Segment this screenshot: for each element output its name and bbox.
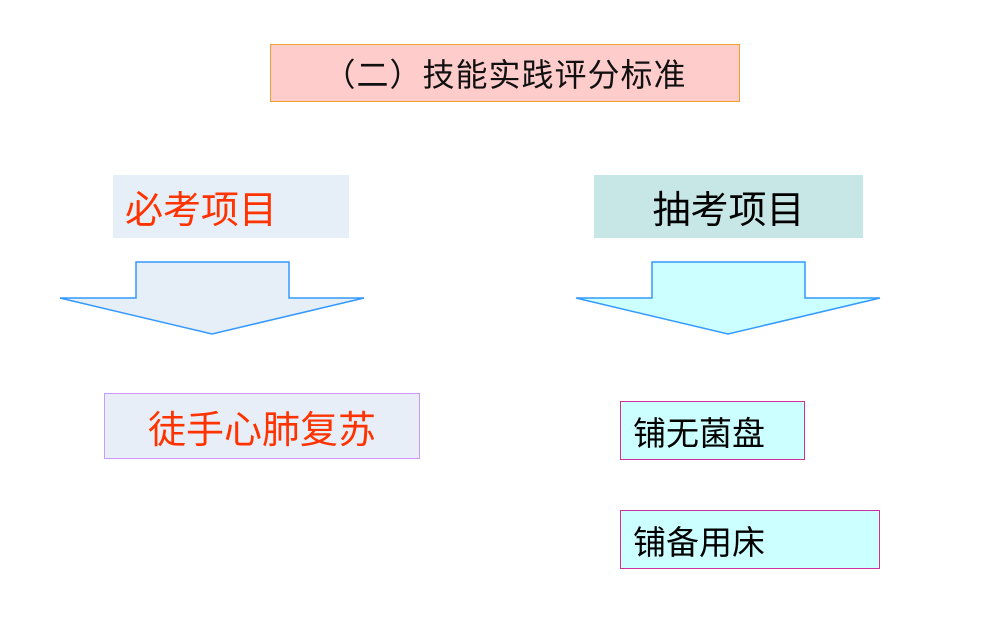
- down-arrow-icon-required: [59, 261, 365, 335]
- required-heading: 必考项目: [113, 175, 349, 238]
- page-title: （二）技能实践评分标准: [270, 44, 740, 102]
- elective-item-sterile-tray: 铺无菌盘: [620, 401, 805, 460]
- down-arrow-icon-elective: [575, 261, 881, 335]
- elective-item-spare-bed: 铺备用床: [620, 510, 880, 569]
- elective-heading: 抽考项目: [594, 175, 863, 238]
- required-item-cpr: 徒手心肺复苏: [104, 393, 420, 459]
